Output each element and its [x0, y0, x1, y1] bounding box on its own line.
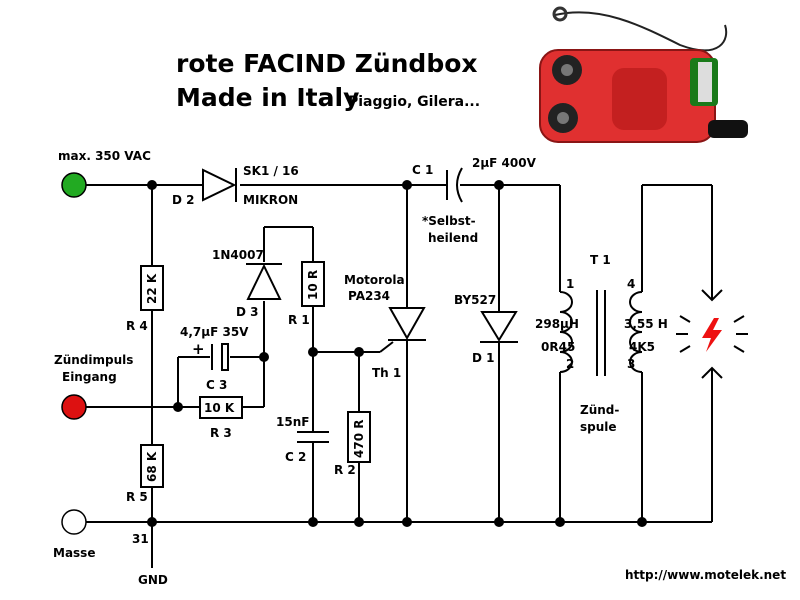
r1-name: R 1: [288, 313, 310, 327]
r4-name: R 4: [126, 319, 148, 333]
t1-name: T 1: [590, 253, 611, 267]
th1-part: PA234: [348, 289, 390, 303]
ground-pin-label: GND: [138, 573, 168, 587]
ground-pin-number: 31: [132, 532, 149, 546]
d2-maker: MIKRON: [243, 193, 298, 207]
c1-note-2: heilend: [428, 231, 478, 245]
trigger-terminal-label-1: Zündimpuls: [54, 353, 133, 367]
r5-value: 68 K: [145, 451, 159, 482]
trigger-terminal: [61, 394, 87, 420]
d2-part: SK1 / 16: [243, 164, 299, 178]
ground-pin: 31 GND: [132, 522, 168, 587]
resistor-r2: 470 R R 2: [334, 411, 371, 477]
spark-icon: [702, 318, 722, 352]
capacitor-c1: C 1 2µF 400V *Selbst- heilend: [412, 156, 537, 245]
resistor-r5: 68 K R 5: [126, 444, 164, 504]
r3-value: 10 K: [204, 401, 235, 415]
diode-d3: 1N4007 D 3: [212, 248, 282, 319]
ground-terminal-label: Masse: [53, 546, 95, 560]
d3-part: 1N4007: [212, 248, 264, 262]
ring-terminal: [552, 6, 568, 22]
input-terminal: [61, 172, 87, 198]
t1-pin-3: 3: [627, 357, 635, 371]
thyristor-th1: Motorola PA234 Th 1: [344, 273, 426, 380]
trigger-terminal-label-2: Eingang: [62, 370, 117, 384]
th1-maker: Motorola: [344, 273, 405, 287]
t1-secondary-inductance: 3,55 H: [624, 317, 668, 331]
title-line2: Made in Italy: [176, 83, 359, 112]
t1-primary-inductance: 298µH: [535, 317, 579, 331]
t1-label-1: Zünd-: [580, 403, 619, 417]
c2-name: C 2: [285, 450, 306, 464]
diode-d2: D 2 SK1 / 16 MIKRON: [172, 164, 299, 207]
r2-value: 470 R: [352, 420, 366, 458]
c3-polarity: +: [192, 340, 205, 358]
d2-name: D 2: [172, 193, 195, 207]
t1-secondary-resistance: 4K5: [629, 340, 655, 354]
c1-value: 2µF 400V: [472, 156, 537, 170]
ignition-box-photo: [539, 6, 748, 143]
r5-name: R 5: [126, 490, 148, 504]
th1-name: Th 1: [372, 366, 401, 380]
r4-value: 22 K: [145, 273, 159, 304]
input-terminal-label: max. 350 VAC: [58, 149, 151, 163]
website-url[interactable]: http://www.motelek.net: [625, 568, 786, 582]
c1-note-1: *Selbst-: [422, 214, 476, 228]
t1-pin-1: 1: [566, 277, 574, 291]
capacitor-c3: + 4,7µF 35V C 3: [180, 325, 249, 392]
c3-value: 4,7µF 35V: [180, 325, 249, 339]
capacitor-c2: 15nF C 2: [276, 415, 329, 464]
c1-name: C 1: [412, 163, 433, 177]
diode-d1: BY527 D 1: [454, 293, 518, 365]
resistor-r4: 22 K R 4: [126, 265, 164, 333]
t1-pin-4: 4: [627, 277, 635, 291]
transformer-t1: T 1 1 2 4 3 298µH 0R45 3,55 H 4K5 Zünd- …: [535, 253, 668, 434]
spark-rays: [676, 315, 748, 353]
d3-name: D 3: [236, 305, 259, 319]
d1-name: D 1: [472, 351, 495, 365]
r3-name: R 3: [210, 426, 232, 440]
wires: [74, 184, 713, 523]
d1-part: BY527: [454, 293, 496, 307]
t1-label-2: spule: [580, 420, 617, 434]
resistor-r1: 10 R R 1: [288, 261, 325, 327]
junction-dots: [147, 180, 647, 527]
spark-gap: [676, 270, 748, 379]
c3-name: C 3: [206, 378, 227, 392]
r1-value: 10 R: [306, 270, 320, 300]
c2-value: 15nF: [276, 415, 309, 429]
resistor-r3: 10 K R 3: [199, 396, 243, 440]
r2-name: R 2: [334, 463, 356, 477]
hv-lead: [708, 120, 748, 138]
t1-primary-resistance: 0R45: [541, 340, 575, 354]
title-subtitle: Piaggio, Gilera...: [348, 94, 480, 110]
title-line1: rote FACIND Zündbox: [176, 49, 478, 78]
t1-pin-2: 2: [566, 357, 574, 371]
ground-terminal: [61, 509, 87, 535]
